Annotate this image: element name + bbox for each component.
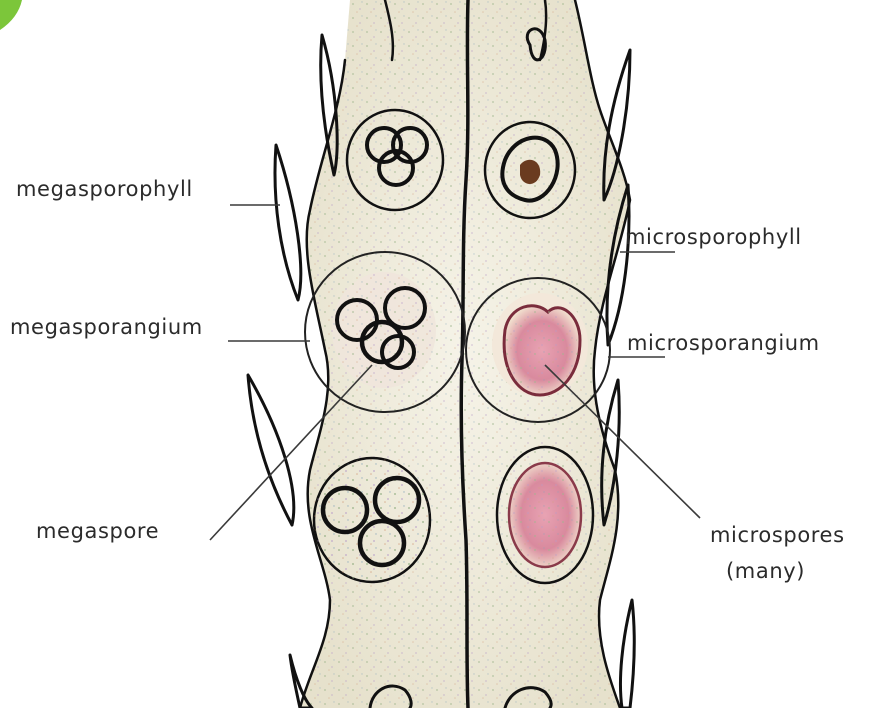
label-microspores-note: (many) (726, 559, 805, 583)
label-megaspore: megaspore (36, 519, 159, 543)
microsporophyll-scales (602, 50, 634, 708)
megasporangium-lower (314, 458, 430, 582)
label-megasporangium: megasporangium (10, 315, 203, 339)
label-microsporangium: microsporangium (627, 331, 820, 355)
microsporangium-lower (497, 447, 593, 583)
green-corner-tab-icon (0, 0, 22, 30)
label-microsporophyll: microsporophyll (625, 225, 802, 249)
megasporophyll-scales (248, 35, 337, 708)
label-microspores: microspores (710, 523, 845, 547)
label-megasporophyll: megasporophyll (16, 177, 193, 201)
